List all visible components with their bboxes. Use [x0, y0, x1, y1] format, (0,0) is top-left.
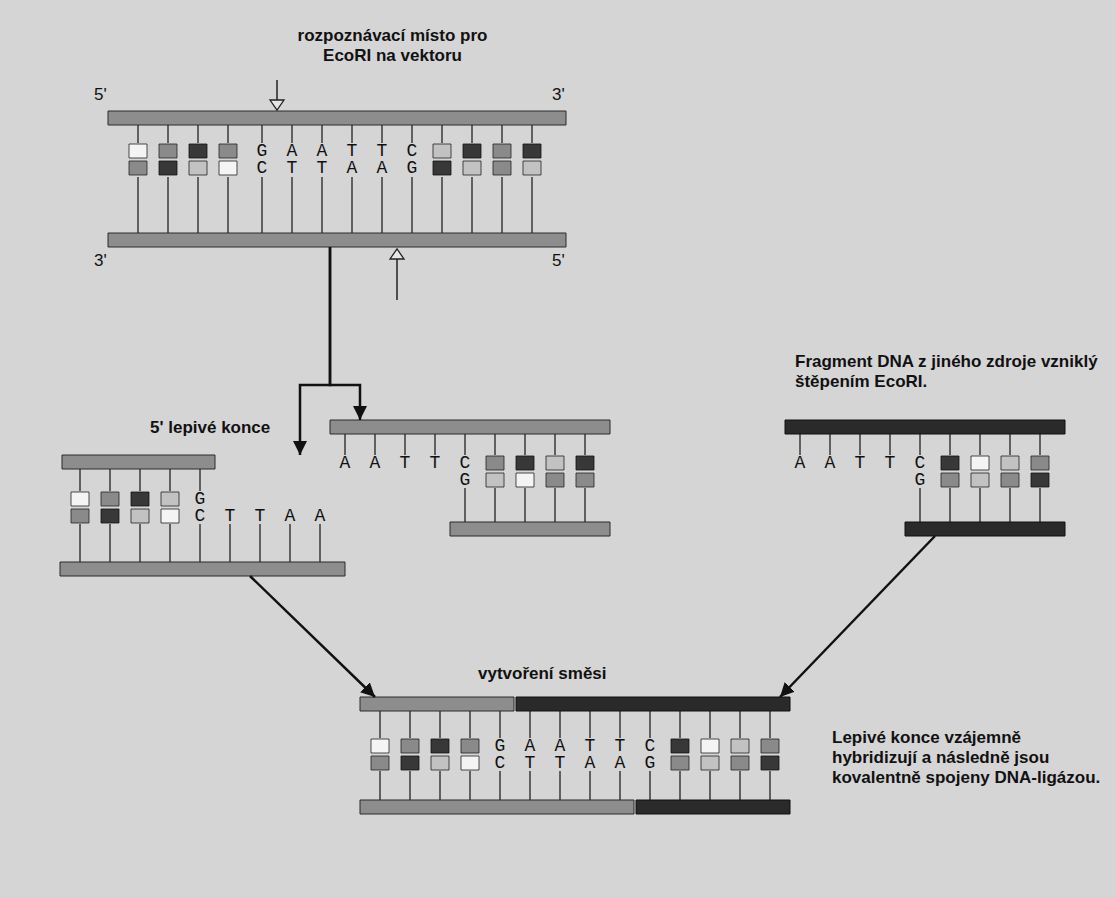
- strand-end: 5': [94, 86, 107, 104]
- base-letters: G: [460, 472, 475, 488]
- dna-molecule: A A T T CG: [785, 420, 1065, 536]
- base-letters: G A A T T C: [495, 738, 660, 754]
- cut-arrow: [276, 80, 278, 100]
- process-arrow: [330, 247, 360, 420]
- base-letters: A A T T C: [795, 455, 930, 471]
- base-letters: C T T A A G: [257, 160, 422, 176]
- dna-molecule: G A A T T CC T T A A G: [360, 697, 790, 814]
- base-square: [131, 144, 1019, 770]
- base-letters: G: [195, 491, 210, 507]
- base-letters: C T T A A: [195, 508, 330, 524]
- base-letters: C T T A A G: [495, 755, 660, 771]
- base-square: [101, 144, 1049, 770]
- dna-molecule: GC T T A A: [60, 455, 345, 576]
- annotation: 5' lepivé konce: [150, 418, 270, 438]
- process-arrow: [300, 247, 330, 455]
- cut-arrow-head: [270, 100, 284, 110]
- base-letters: G: [915, 472, 930, 488]
- cut-arrow: [396, 259, 398, 300]
- strand-end: 3': [552, 86, 565, 104]
- base-square: [71, 144, 1049, 770]
- cut-arrow-head: [390, 249, 404, 259]
- strand-end: 3': [94, 252, 107, 270]
- process-arrow: [250, 576, 375, 697]
- annotation: vytvoření směsi: [478, 664, 607, 684]
- annotation: rozpoznávací místo pro EcoRI na vektoru: [290, 26, 495, 66]
- process-arrow: [780, 536, 935, 697]
- base-letters: G A A T T C: [257, 143, 422, 159]
- dna-molecule: A A T T CG: [330, 420, 610, 536]
- annotation: Fragment DNA z jiného zdroje vzniklý ště…: [795, 352, 1110, 392]
- annotation: Lepivé konce vzájemně hybridizují a násl…: [832, 728, 1110, 788]
- base-letters: A A T T C: [340, 455, 475, 471]
- dna-molecule: G A A T T CC T T A A G: [108, 111, 566, 247]
- strand-end: 5': [552, 252, 565, 270]
